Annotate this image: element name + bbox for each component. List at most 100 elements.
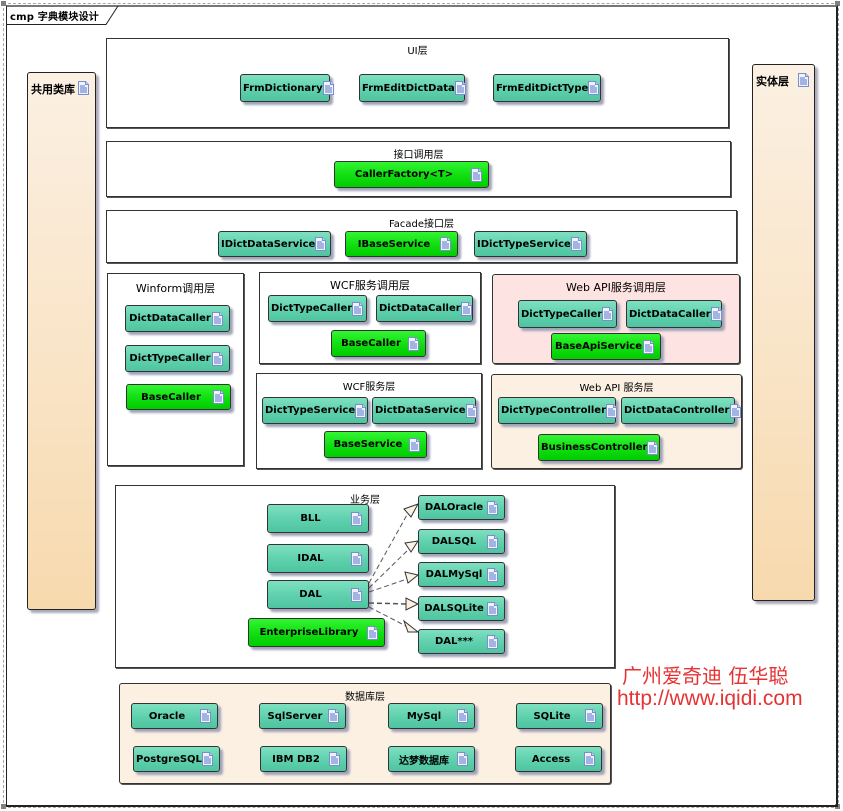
component-dalsql[interactable]: DALSQL [418, 529, 505, 554]
component-businesscontroller[interactable]: BusinessController [538, 434, 660, 461]
package-title: WCF服务调用层 [330, 279, 410, 292]
component-daloracle[interactable]: DALOracle [418, 495, 505, 520]
document-icon [585, 709, 596, 723]
component-frmeditdicttype[interactable]: FrmEditDictType [493, 74, 601, 102]
diagram-frame [6, 5, 838, 807]
component-idictdataservice[interactable]: IDictDataService [218, 231, 331, 257]
resize-handle[interactable] [835, 1, 840, 6]
component-dictdatacaller[interactable]: DictDataCaller [125, 305, 230, 332]
document-icon [730, 404, 741, 418]
document-icon [212, 352, 223, 366]
component-label: FrmDictionary [243, 82, 323, 94]
component-label: DictTypeCaller [129, 353, 211, 364]
component-oracle[interactable]: Oracle [131, 703, 218, 729]
component-label: IDictTypeService [477, 238, 571, 250]
component-bll[interactable]: BLL [267, 504, 369, 533]
document-icon [367, 626, 378, 640]
component-label: IBaseService [357, 238, 431, 250]
component-baseapiservice[interactable]: BaseApiService [551, 333, 661, 360]
component-dictdatacaller[interactable]: DictDataCaller [626, 300, 722, 328]
shared-library-component[interactable]: 共用类库 [27, 72, 96, 610]
component-label: SQLite [533, 710, 571, 722]
component-mysql[interactable]: MySql [388, 703, 475, 729]
component-label: BusinessController [541, 442, 648, 453]
component-dal-other[interactable]: DAL*** [418, 629, 505, 654]
component-callerfactory[interactable]: CallerFactory<T> [334, 161, 489, 188]
component-label: SqlServer [267, 710, 323, 722]
component-label: DictTypeService [265, 405, 356, 416]
document-icon [711, 307, 722, 321]
component-dicttypecaller[interactable]: DictTypeCaller [518, 300, 617, 328]
diagram-title: cmp 字典模块设计 [10, 12, 99, 23]
document-icon [212, 312, 223, 326]
component-label: DictTypeCaller [521, 308, 603, 320]
component-sqlserver[interactable]: SqlServer [259, 703, 346, 729]
component-label: DictDataCaller [379, 303, 461, 314]
document-icon [487, 635, 498, 649]
package-title: WCF服务层 [342, 382, 396, 393]
component-label: DictDataController [624, 405, 730, 416]
document-icon [602, 307, 613, 321]
package-title: 业务层 [350, 495, 380, 506]
component-access[interactable]: Access [515, 746, 602, 772]
component-dicttypecaller[interactable]: DictTypeCaller [268, 295, 367, 322]
entity-layer-component[interactable]: 实体层 [752, 64, 815, 601]
component-dicttypecontroller[interactable]: DictTypeController [498, 397, 616, 424]
document-icon [571, 237, 582, 251]
document-icon [355, 404, 366, 418]
component-basecaller[interactable]: BaseCaller [331, 330, 426, 357]
document-icon [798, 73, 809, 87]
component-label: Oracle [148, 710, 186, 722]
document-icon [606, 404, 617, 418]
document-icon [487, 535, 498, 549]
component-label: PostgreSQL [136, 753, 202, 765]
component-baseservice[interactable]: BaseService [324, 431, 427, 458]
component-dictdatacaller[interactable]: DictDataCaller [376, 295, 473, 322]
component-sqlite[interactable]: SQLite [516, 703, 603, 729]
component-ibm-db2[interactable]: IBM DB2 [260, 746, 347, 772]
component-frmdictionary[interactable]: FrmDictionary [240, 74, 330, 102]
component-idicttypeservice[interactable]: IDictTypeService [474, 231, 587, 257]
component-enterpriselibrary[interactable]: EnterpriseLibrary [248, 618, 385, 647]
component-dictdataservice[interactable]: DictDataService [372, 397, 476, 424]
resize-handle[interactable] [1, 804, 6, 809]
component-label: MySql [406, 710, 442, 722]
document-icon [200, 709, 211, 723]
document-icon [487, 568, 498, 582]
package-title: UI层 [407, 46, 428, 57]
component-label: FrmEditDictData [362, 82, 455, 94]
component-dalsqlite[interactable]: DALSQLite [418, 596, 505, 621]
component-dictdatacontroller[interactable]: DictDataController [621, 397, 735, 424]
component-label: IDictDataService [221, 238, 316, 250]
component-label: IDAL [297, 553, 324, 564]
component-label: DALMySql [425, 569, 483, 580]
component-dameng[interactable]: 达梦数据库 [388, 746, 475, 772]
component-label: DictDataCaller [629, 308, 711, 320]
watermark-author: 广州爱奇迪 伍华聪 [622, 664, 789, 688]
document-icon [315, 237, 326, 251]
component-frmeditdictdata[interactable]: FrmEditDictData [359, 74, 465, 102]
package-title: Winform调用层 [135, 282, 216, 295]
component-dicttypeservice[interactable]: DictTypeService [262, 397, 368, 424]
component-basecaller[interactable]: BaseCaller [126, 384, 231, 410]
component-dal[interactable]: DAL [267, 580, 369, 609]
package-title: 接口调用层 [393, 150, 444, 161]
resize-handle[interactable] [1, 1, 6, 6]
component-label: FrmEditDictType [496, 82, 589, 94]
document-icon [440, 237, 451, 251]
package-title: 数据库层 [345, 692, 385, 703]
document-icon [457, 709, 468, 723]
component-label: 达梦数据库 [399, 755, 449, 767]
component-idal[interactable]: IDAL [267, 544, 369, 573]
shared-library-label: 共用类库 [31, 83, 75, 96]
document-icon [471, 168, 482, 182]
selection-border [3, 3, 839, 808]
document-icon [408, 337, 419, 351]
component-ibaseservice[interactable]: IBaseService [345, 231, 458, 257]
component-dicttypecaller[interactable]: DictTypeCaller [125, 345, 230, 372]
component-dalmysql[interactable]: DALMySql [418, 562, 505, 587]
component-label: BaseCaller [341, 338, 401, 349]
component-label: DALOracle [424, 502, 484, 513]
document-icon [487, 501, 498, 515]
component-postgresql[interactable]: PostgreSQL [133, 746, 220, 772]
